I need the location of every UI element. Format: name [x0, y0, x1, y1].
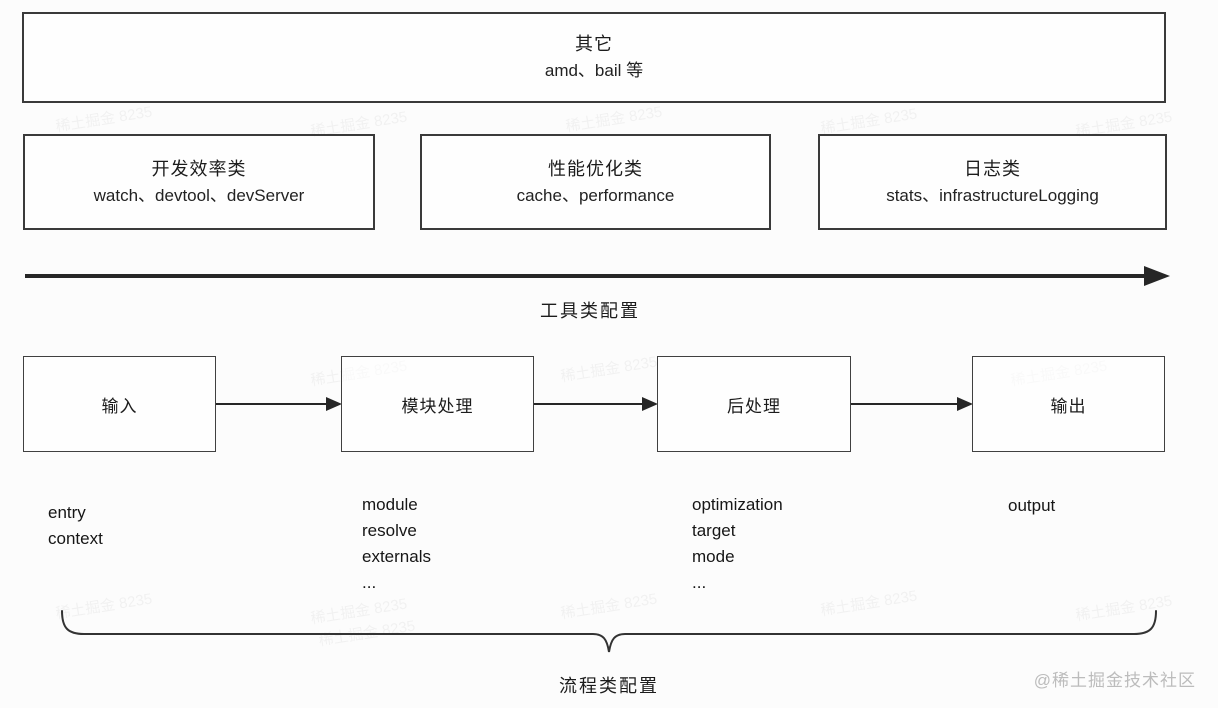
- faint-watermark: 稀土掘金 8235: [54, 103, 154, 136]
- underbrace-shape: [61, 610, 1157, 653]
- category-box-logging: 日志类 stats、infrastructureLogging: [818, 134, 1167, 230]
- category-title: 性能优化类: [548, 158, 643, 179]
- site-watermark: @稀土掘金技术社区: [1033, 671, 1196, 690]
- config-item: resolve: [362, 521, 417, 540]
- config-list-module-processing: module resolve externals ...: [362, 492, 431, 596]
- stage-title: 后处理: [727, 396, 781, 416]
- other-config-title: 其它: [575, 34, 613, 54]
- config-item: entry: [48, 503, 86, 522]
- stage-box-module-processing: 模块处理: [341, 356, 534, 452]
- stage-box-post-processing: 后处理: [657, 356, 851, 452]
- category-subtitle: stats、infrastructureLogging: [886, 185, 1099, 205]
- category-box-dev-efficiency: 开发效率类 watch、devtool、devServer: [23, 134, 375, 230]
- stage-title: 输入: [101, 396, 138, 416]
- faint-watermark: 稀土掘金 8235: [819, 587, 919, 620]
- arrowhead-post-to-output-icon: [957, 397, 973, 411]
- category-title: 开发效率类: [151, 158, 247, 179]
- faint-watermark: 稀土掘金 8235: [1074, 592, 1174, 625]
- category-box-performance: 性能优化类 cache、performance: [420, 134, 771, 230]
- config-item: context: [48, 529, 103, 548]
- process-config-label: 流程类配置: [559, 676, 659, 696]
- arrowhead-input-to-module-icon: [326, 397, 342, 411]
- faint-watermark: 稀土掘金 8235: [559, 353, 659, 386]
- config-item: module: [362, 495, 418, 514]
- config-item: externals: [362, 547, 431, 566]
- faint-watermark: 稀土掘金 8235: [559, 590, 659, 623]
- stage-title: 输出: [1050, 396, 1087, 416]
- faint-watermark: 稀土掘金 8235: [564, 103, 664, 136]
- stage-title: 模块处理: [401, 396, 474, 416]
- tool-axis-label: 工具类配置: [540, 301, 640, 321]
- category-subtitle: watch、devtool、devServer: [93, 185, 305, 205]
- category-title: 日志类: [964, 158, 1021, 179]
- config-list-post-processing: optimization target mode ...: [692, 492, 783, 596]
- faint-watermark: 稀土掘金 8235: [54, 590, 154, 623]
- config-item: target: [692, 521, 736, 540]
- config-item: ...: [362, 573, 377, 592]
- category-subtitle: cache、performance: [516, 185, 675, 205]
- config-list-output: output: [1008, 493, 1055, 519]
- config-item: mode: [692, 547, 735, 566]
- tool-axis-arrowhead-icon: [1144, 266, 1170, 286]
- stage-box-input: 输入: [23, 356, 216, 452]
- config-list-input: entry context: [48, 500, 103, 552]
- config-item: output: [1008, 496, 1056, 515]
- other-config-box: 其它 amd、bail 等: [22, 12, 1166, 103]
- arrowhead-module-to-post-icon: [642, 397, 658, 411]
- other-config-subtitle: amd、bail 等: [544, 61, 644, 80]
- config-item: optimization: [692, 495, 783, 514]
- stage-box-output: 输出: [972, 356, 1165, 452]
- config-item: ...: [692, 573, 707, 592]
